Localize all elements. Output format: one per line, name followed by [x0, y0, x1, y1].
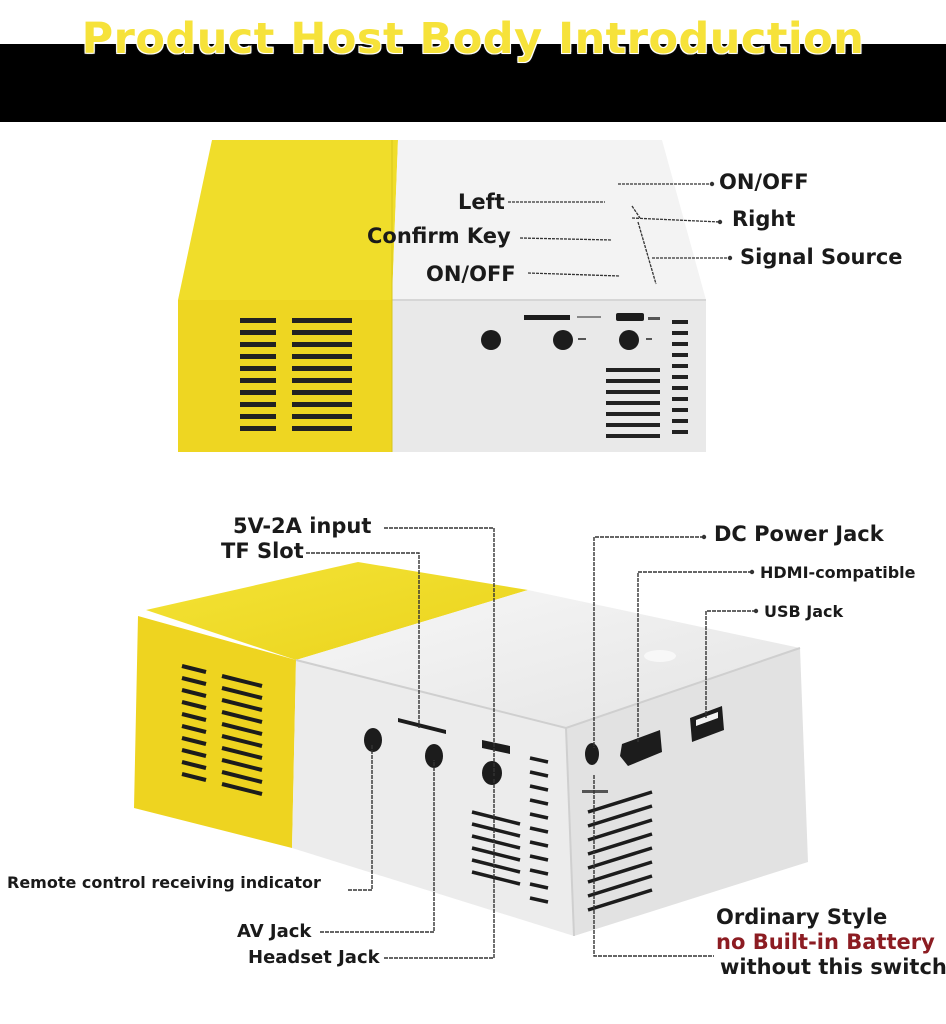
- perspective-av-port: [425, 744, 443, 768]
- perspective-device-top-yellow: [146, 562, 528, 660]
- perspective-hdmi-port: [620, 730, 662, 766]
- label-5v-2a-input: 5V-2A input: [233, 514, 372, 538]
- label-on-off-top: ON/OFF: [719, 170, 809, 194]
- label-on-off-front: ON/OFF: [426, 262, 516, 286]
- top-view-leader-lines: [508, 183, 730, 285]
- label-confirm-key: Confirm Key: [367, 224, 511, 248]
- perspective-device-front-yellow: [134, 616, 296, 848]
- label-usb-jack: USB Jack: [764, 602, 844, 621]
- label-right: Right: [732, 207, 796, 231]
- note-no-battery: no Built-in Battery: [716, 930, 935, 954]
- perspective-device-side-white: [566, 648, 808, 936]
- top-device-av-port: [553, 330, 573, 350]
- label-headset-jack: Headset Jack: [248, 947, 380, 968]
- perspective-remote-sensor: [364, 728, 382, 752]
- top-device-headset-port: [619, 330, 639, 350]
- top-device-top-yellow: [178, 140, 398, 300]
- perspective-device-view: [134, 562, 808, 937]
- top-device-front-white: [392, 300, 706, 452]
- note-without-switch: without this switch: [720, 955, 946, 979]
- label-remote-indicator: Remote control receiving indicator: [7, 873, 321, 892]
- perspective-device-vents-front: [471, 756, 549, 904]
- top-device-front-yellow: [178, 300, 392, 452]
- perspective-5v-input: [482, 740, 510, 754]
- top-device-usb-port: [616, 313, 644, 321]
- label-left: Left: [458, 190, 505, 214]
- note-ordinary-style: Ordinary Style: [716, 905, 888, 929]
- page-title: Product Host Body Introduction: [81, 14, 865, 64]
- perspective-dc-power-jack: [585, 743, 599, 765]
- label-av-jack: AV Jack: [237, 921, 312, 942]
- perspective-tf-slot: [398, 718, 446, 734]
- label-signal-source: Signal Source: [740, 245, 903, 269]
- perspective-leader-lines: [306, 527, 756, 959]
- top-device-remote-sensor: [481, 330, 501, 350]
- perspective-device-top-white: [296, 590, 800, 728]
- top-device-tf-slot: [524, 315, 570, 320]
- top-device-vents-left: [240, 318, 352, 431]
- perspective-device-vents-left: [181, 664, 263, 796]
- top-device-vents-right: [606, 320, 688, 438]
- title-banner: [0, 44, 946, 122]
- top-device-view: [178, 140, 706, 452]
- label-hdmi-compatible: HDMI-compatible: [760, 563, 916, 582]
- label-tf-slot: TF Slot: [221, 539, 304, 563]
- perspective-device-vents-side: [587, 790, 653, 912]
- perspective-headset-port: [482, 761, 502, 785]
- top-device-top-white: [392, 140, 706, 300]
- label-dc-power-jack: DC Power Jack: [714, 522, 884, 546]
